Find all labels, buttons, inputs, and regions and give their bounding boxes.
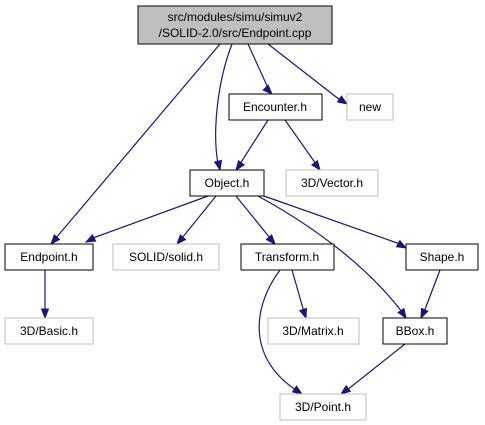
edge-object-bbox [257, 195, 403, 313]
edge-encounter-vector [284, 119, 317, 165]
svg-text:SOLID/solid.h: SOLID/solid.h [129, 250, 203, 264]
edge-object-endpoint [92, 195, 209, 239]
node-bbox-h[interactable]: BBox.h [382, 317, 448, 345]
node-new[interactable]: new [346, 93, 394, 121]
edge-object-solid [181, 195, 217, 239]
edge-object-shape-arrowhead [395, 239, 408, 249]
edge-object-shape [263, 195, 401, 245]
edge-root-encounter-arrowhead [262, 84, 273, 95]
edges [40, 43, 441, 395]
svg-text:Shape.h: Shape.h [420, 250, 465, 264]
svg-text:BBox.h: BBox.h [396, 324, 435, 338]
edge-shape-bbox [423, 269, 441, 313]
edge-object-transform [235, 195, 271, 239]
node-vector-h[interactable]: 3D/Vector.h [285, 169, 379, 197]
edge-object-bbox-arrowhead [397, 307, 407, 320]
svg-text:Transform.h: Transform.h [255, 250, 319, 264]
edge-root-new [267, 43, 341, 101]
edge-root-endpoint [55, 43, 221, 239]
svg-text:new: new [359, 100, 381, 114]
edge-transform-point-arrowhead [291, 385, 304, 395]
node-solid-h[interactable]: SOLID/solid.h [112, 243, 220, 271]
node-root-line2: /SOLID-2.0/src/Endpoint.cpp [159, 26, 312, 40]
node-object-h[interactable]: Object.h [189, 169, 265, 197]
node-transform-h[interactable]: Transform.h [240, 243, 335, 271]
edge-bbox-point-arrowhead [339, 384, 352, 395]
edge-transform-matrix-arrowhead [298, 307, 308, 320]
node-root-line1: src/modules/simu/simuv2 [168, 10, 303, 24]
svg-text:Object.h: Object.h [205, 176, 250, 190]
node-matrix-h[interactable]: 3D/Matrix.h [267, 317, 360, 345]
edge-object-solid-arrowhead [176, 234, 187, 246]
svg-text:3D/Point.h: 3D/Point.h [295, 400, 351, 414]
edge-root-object-arrowhead [213, 159, 223, 172]
node-point-h[interactable]: 3D/Point.h [279, 393, 367, 421]
edge-bbox-point [346, 343, 406, 391]
node-basic-h[interactable]: 3D/Basic.h [4, 317, 94, 345]
edge-root-new-arrowhead [336, 95, 349, 105]
svg-text:3D/Matrix.h: 3D/Matrix.h [282, 324, 343, 338]
edge-root-endpoint-arrowhead [50, 234, 61, 246]
edge-root-encounter [247, 43, 269, 89]
edge-encounter-object [239, 119, 269, 165]
edge-endpoint-basic-arrowhead [40, 308, 50, 320]
svg-text:Encounter.h: Encounter.h [243, 100, 307, 114]
edge-root-object [215, 43, 233, 165]
edge-object-endpoint-arrowhead [84, 233, 97, 243]
node-shape-h[interactable]: Shape.h [405, 243, 479, 271]
edge-transform-point [258, 269, 297, 391]
svg-text:Endpoint.h: Endpoint.h [20, 250, 77, 264]
edge-shape-bbox-arrowhead [420, 307, 429, 320]
edge-object-transform-arrowhead [265, 234, 276, 246]
node-root-file[interactable]: src/modules/simu/simuv2 /SOLID-2.0/src/E… [137, 5, 333, 45]
svg-text:3D/Basic.h: 3D/Basic.h [20, 324, 78, 338]
node-endpoint-h[interactable]: Endpoint.h [4, 243, 94, 271]
edge-encounter-vector-arrowhead [310, 159, 321, 172]
svg-text:3D/Vector.h: 3D/Vector.h [301, 176, 363, 190]
edge-encounter-object-arrowhead [235, 159, 246, 172]
edge-transform-matrix [291, 269, 305, 313]
node-encounter-h[interactable]: Encounter.h [228, 93, 323, 121]
